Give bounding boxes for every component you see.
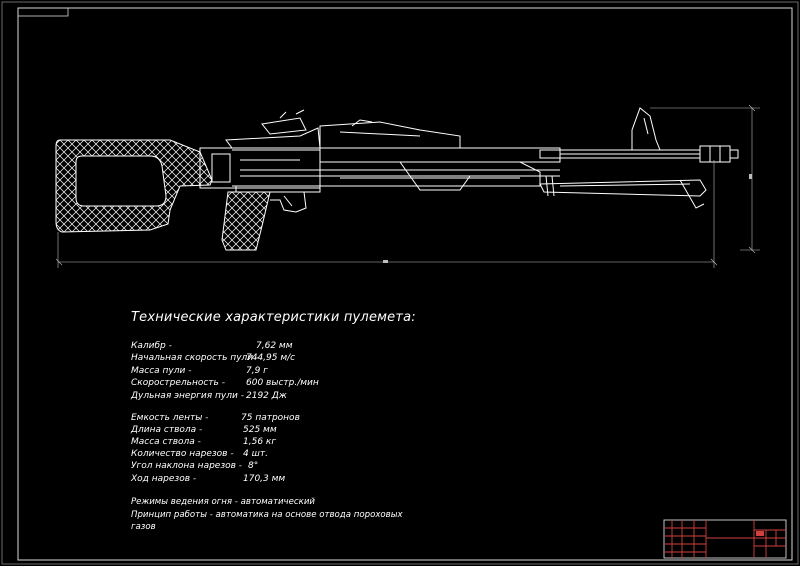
spec-label: Ход нарезов - <box>131 474 197 484</box>
spec-value: 1,56 кг <box>243 437 277 447</box>
spec-value: 75 патронов <box>241 413 300 423</box>
spec-label: Калибр - <box>131 341 172 351</box>
spec-label: Длина ствола - <box>131 425 203 435</box>
pistol-grip <box>221 191 271 251</box>
operation-principle-text-cont: газов <box>131 522 156 532</box>
spec-value: 525 мм <box>243 425 277 435</box>
spec-label: Масса ствола - <box>131 437 201 447</box>
spec-label: Начальная скорость пули - <box>131 353 260 363</box>
bipod <box>539 179 707 197</box>
buttstock-cutout <box>75 155 167 207</box>
spec-label: Угол наклона нарезов - <box>131 461 243 471</box>
fire-modes-text: Режимы ведения огня - автоматический <box>131 497 315 507</box>
spec-value: 744,95 м/с <box>246 353 296 363</box>
muzzle <box>699 145 731 163</box>
spec-value: 170,3 мм <box>243 474 286 484</box>
spec-label: Количество нарезов - <box>131 449 234 459</box>
spec-value: 8° <box>248 461 259 471</box>
operation-principle-text: Принцип работы - автоматика на основе от… <box>131 510 403 520</box>
spec-value: 7,62 мм <box>256 341 293 351</box>
spec-label: Масса пули - <box>131 366 192 376</box>
spec-value: 4 шт. <box>243 449 268 459</box>
spec-label: Скорострельность - <box>131 378 225 388</box>
corner-stamp <box>17 7 69 17</box>
spec-value: 7,9 г <box>246 366 268 376</box>
title-block <box>663 519 787 559</box>
spec-value: 2192 Дж <box>246 391 287 401</box>
handguard <box>319 161 541 187</box>
machine-gun-drawing <box>55 107 739 251</box>
specs-title: Технические характеристики пулемета: <box>131 310 416 325</box>
inner-frame <box>17 7 793 561</box>
spec-label: Емкость ленты - <box>131 413 209 423</box>
spec-label: Дульная энергия пули - <box>131 391 244 401</box>
dimension-lines <box>55 104 760 268</box>
trigger-guard <box>270 191 307 213</box>
front-sight <box>631 107 661 151</box>
spec-value: 600 выстр./мин <box>246 378 319 388</box>
gas-tube <box>319 147 561 163</box>
